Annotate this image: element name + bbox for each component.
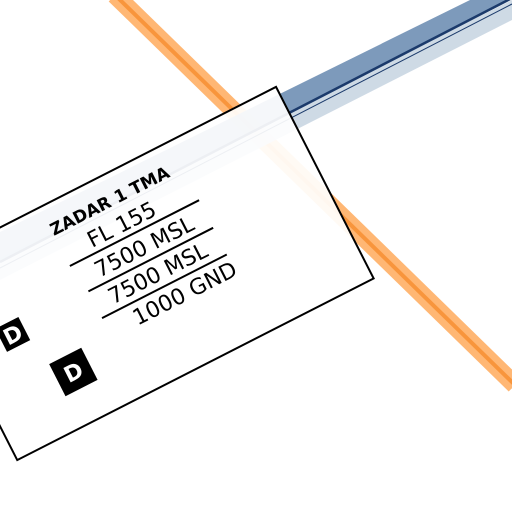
airspace-class-badge: D <box>49 347 98 397</box>
limit-divider <box>69 199 200 267</box>
airspace-label-box <box>0 85 375 462</box>
airspace-label[interactable]: ZADAR 1 TMA FL 155 7500 MSL 7500 MSL 100… <box>0 85 375 462</box>
limit-divider <box>101 253 228 319</box>
limit-divider <box>87 226 214 293</box>
